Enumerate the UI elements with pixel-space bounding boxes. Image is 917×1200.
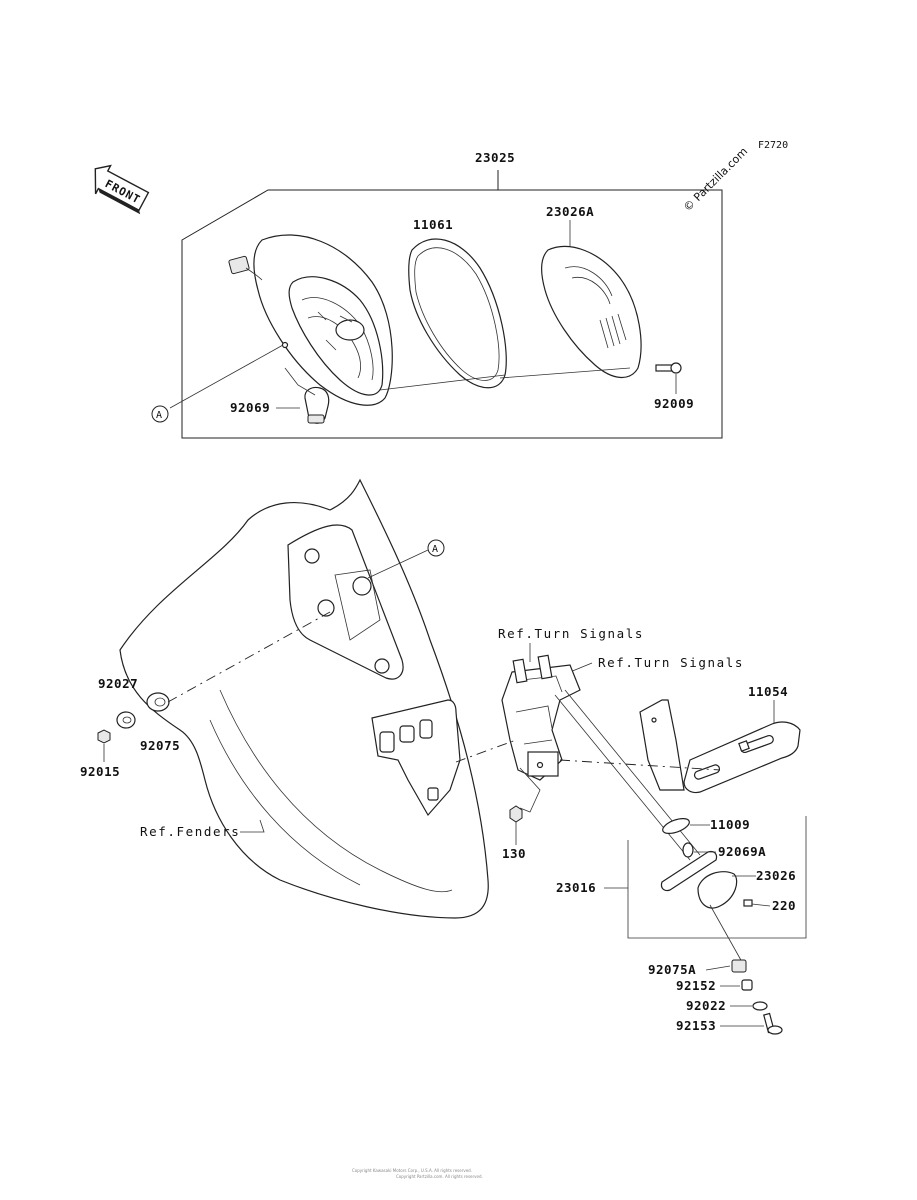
- reference-marker-a-lower[interactable]: A: [427, 539, 445, 557]
- gasket-11061[interactable]: [408, 238, 507, 389]
- footer-line-1: Copyright Kawasaki Motors Corp., U.S.A. …: [352, 1168, 472, 1173]
- part-label-92069[interactable]: 92069: [230, 400, 270, 415]
- ref-turn-signals-1[interactable]: Ref.Turn Signals: [498, 626, 644, 641]
- nut-92015[interactable]: [97, 729, 111, 744]
- ref-a-upper-label: A: [156, 410, 162, 421]
- part-label-92009[interactable]: 92009: [654, 396, 694, 411]
- part-label-92069A[interactable]: 92069A: [718, 844, 766, 859]
- ref-fenders[interactable]: Ref.Fenders: [140, 824, 240, 839]
- front-arrow-icon: FRONT: [94, 164, 150, 215]
- part-label-11009[interactable]: 11009: [710, 817, 750, 832]
- gasket-11009[interactable]: [661, 816, 691, 837]
- watermark: © Partzilla.com: [681, 145, 750, 214]
- part-label-92015[interactable]: 92015: [80, 764, 120, 779]
- part-label-23016[interactable]: 23016: [556, 880, 596, 895]
- washer-92022[interactable]: [752, 1001, 768, 1011]
- screw-220[interactable]: [743, 899, 753, 907]
- part-label-220[interactable]: 220: [772, 898, 796, 913]
- collar-92075A[interactable]: [731, 959, 747, 973]
- part-label-130[interactable]: 130: [502, 846, 526, 861]
- ref-a-lower-label: A: [432, 544, 438, 555]
- bulb-92069[interactable]: [304, 386, 330, 424]
- taillight-assembly-frame: [181, 170, 723, 439]
- footer-line-2: Copyright Partzilla.com. All rights rese…: [396, 1174, 483, 1179]
- part-label-92152[interactable]: 92152: [676, 978, 716, 993]
- bolt-130[interactable]: [509, 805, 523, 823]
- bulb-92069A[interactable]: [682, 842, 694, 858]
- part-label-23025[interactable]: 23025: [475, 150, 515, 165]
- part-label-23026A[interactable]: 23026A: [546, 204, 594, 219]
- part-label-11061[interactable]: 11061: [413, 217, 453, 232]
- part-label-23026[interactable]: 23026: [756, 868, 796, 883]
- collar-92152[interactable]: [741, 979, 753, 991]
- part-label-11054[interactable]: 11054: [748, 684, 788, 699]
- part-label-92153[interactable]: 92153: [676, 1018, 716, 1033]
- washer-92075[interactable]: [116, 711, 136, 729]
- part-label-92022[interactable]: 92022: [686, 998, 726, 1013]
- bracket-23016[interactable]: [501, 654, 581, 781]
- reference-marker-a-upper[interactable]: A: [151, 405, 169, 423]
- grommet-92027[interactable]: [146, 692, 170, 712]
- part-label-92075A[interactable]: 92075A: [648, 962, 696, 977]
- bolt-92153[interactable]: [763, 1012, 783, 1035]
- taillight-housing[interactable]: [228, 234, 393, 406]
- lens-23026A[interactable]: [541, 245, 642, 378]
- ref-turn-signals-2[interactable]: Ref.Turn Signals: [598, 655, 744, 670]
- rear-fender[interactable]: [119, 478, 489, 919]
- part-label-92075[interactable]: 92075: [140, 738, 180, 753]
- part-label-92027[interactable]: 92027: [98, 676, 138, 691]
- lens-plate-23026[interactable]: [660, 850, 738, 909]
- plate-bracket-11054[interactable]: [639, 699, 801, 794]
- screw-92009[interactable]: [655, 362, 682, 374]
- figure-id: F2720: [758, 140, 788, 151]
